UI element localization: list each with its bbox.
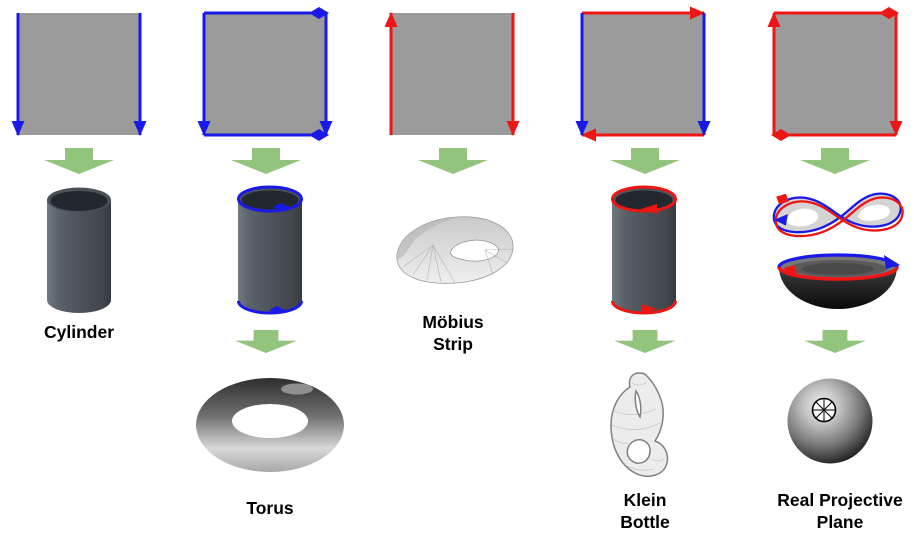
cylinder-top-opening: [615, 190, 673, 210]
identified-top-rim-blue: [237, 185, 303, 213]
edge-arrowhead-triangle-icon: [11, 121, 25, 136]
edge-arrowhead-triangle-icon: [133, 121, 147, 136]
rim-diamond-arrow-icon: [273, 203, 289, 211]
label-cylinder: Cylinder: [9, 321, 149, 343]
band-surface: [773, 193, 901, 233]
label-text: Real Projective: [777, 490, 903, 510]
rim-blue-arrow-icon: [884, 255, 900, 269]
torus-3d-image: [196, 378, 344, 472]
fundamental-square-cylinder: [11, 13, 147, 136]
sphere-crosscap-3d-image: [787, 378, 873, 464]
maps-to-arrow-icon: [804, 330, 866, 353]
edge-arrowhead-triangle-icon: [506, 121, 520, 136]
label-text: Bottle: [620, 512, 670, 532]
cylinder-top-opening: [241, 190, 299, 210]
mobius-strip-3d-image: [396, 216, 514, 284]
edge-arrowhead-triangle-icon: [319, 121, 333, 136]
edge-arrowhead-triangle-icon: [581, 128, 596, 142]
label-text: Klein: [623, 490, 667, 510]
square-region: [391, 13, 513, 135]
bowl-interior-deep: [802, 263, 874, 275]
cylinder-body: [238, 199, 302, 314]
maps-to-arrow-icon: [231, 148, 301, 174]
maps-to-arrow-icon: [44, 148, 114, 174]
square-region: [774, 13, 896, 135]
twisted-band-3d-image: [772, 192, 904, 238]
fundamental-square-projective: [767, 7, 903, 141]
torus-highlight: [281, 383, 313, 395]
label-text: Strip: [433, 334, 473, 354]
maps-to-arrow-icon: [800, 148, 870, 174]
crosscap-symbol-icon: [811, 397, 837, 423]
cylinder-3d-image: [47, 187, 111, 313]
edge-arrowhead-triangle-icon: [384, 12, 398, 27]
fundamental-square-klein: [575, 6, 711, 142]
rim-right-arrow-icon: [641, 304, 657, 314]
square-region: [18, 13, 140, 135]
edge-arrowhead-diamond-icon: [879, 7, 899, 19]
label-klein-bottle: Klein Bottle: [575, 489, 715, 533]
down-block-arrow-icon: [800, 148, 870, 174]
cylinder-top-opening: [50, 191, 108, 211]
down-block-arrow-icon: [610, 148, 680, 174]
edge-arrowhead-diamond-icon: [309, 129, 329, 141]
torus-hole: [232, 404, 308, 438]
rim-left-arrow-icon: [641, 204, 657, 214]
sphere-body: [787, 378, 873, 464]
bowl-front-rim-red: [777, 266, 899, 281]
cylinder-body: [612, 199, 676, 314]
mobius-shading: [396, 217, 457, 259]
down-block-arrow-icon: [44, 148, 114, 174]
square-region: [582, 13, 704, 135]
label-mobius-strip: Möbius Strip: [383, 311, 523, 355]
edge-arrowhead-triangle-icon: [697, 121, 711, 136]
edge-arrowhead-triangle-icon: [575, 121, 589, 136]
fundamental-square-torus: [197, 7, 333, 141]
label-text: Cylinder: [43, 322, 115, 342]
label-text: Möbius: [422, 312, 484, 332]
bowl-hemisphere-3d-image: [777, 253, 900, 309]
edge-arrowhead-triangle-icon: [767, 12, 781, 27]
rim-diamond-arrow-icon: [269, 306, 285, 314]
maps-to-arrow-icon: [418, 148, 488, 174]
label-text: Plane: [816, 512, 864, 532]
down-block-arrow-icon: [231, 148, 301, 174]
edge-arrowhead-diamond-icon: [309, 7, 329, 19]
label-text: Torus: [246, 498, 294, 518]
klein-bottle-3d-image: [610, 372, 669, 477]
label-real-projective-plane: Real Projective Plane: [755, 489, 914, 533]
klein-mesh-lines: [611, 382, 665, 471]
band-red-marker-icon: [776, 193, 789, 205]
mobius-mesh-lines: [402, 244, 514, 284]
down-block-arrow-icon: [235, 330, 297, 353]
down-block-arrow-icon: [614, 330, 676, 353]
edge-arrowhead-diamond-icon: [771, 129, 791, 141]
maps-to-arrow-icon: [235, 330, 297, 353]
klein-bottle-body: [610, 372, 669, 477]
square-region: [204, 13, 326, 135]
maps-to-arrow-icon: [610, 148, 680, 174]
identified-top-rim-red: [611, 185, 677, 213]
down-block-arrow-icon: [418, 148, 488, 174]
edge-arrowhead-triangle-icon: [889, 121, 903, 136]
cylinder-with-blue-rims-image: [237, 185, 303, 315]
edge-arrowhead-triangle-icon: [690, 6, 705, 20]
band-edge-red: [774, 196, 904, 238]
label-torus: Torus: [200, 497, 340, 519]
rim-red-marker-icon: [784, 265, 797, 276]
fundamental-square-mobius: [384, 12, 520, 136]
maps-to-arrow-icon: [614, 330, 676, 353]
band-blue-arrow-icon: [774, 214, 788, 226]
cylinder-body: [47, 200, 111, 313]
down-block-arrow-icon: [804, 330, 866, 353]
band-edge-blue: [772, 192, 902, 234]
cylinder-with-red-rims-image: [611, 185, 677, 315]
identified-bottom-rim-blue: [237, 300, 303, 315]
edge-arrowhead-triangle-icon: [197, 121, 211, 136]
